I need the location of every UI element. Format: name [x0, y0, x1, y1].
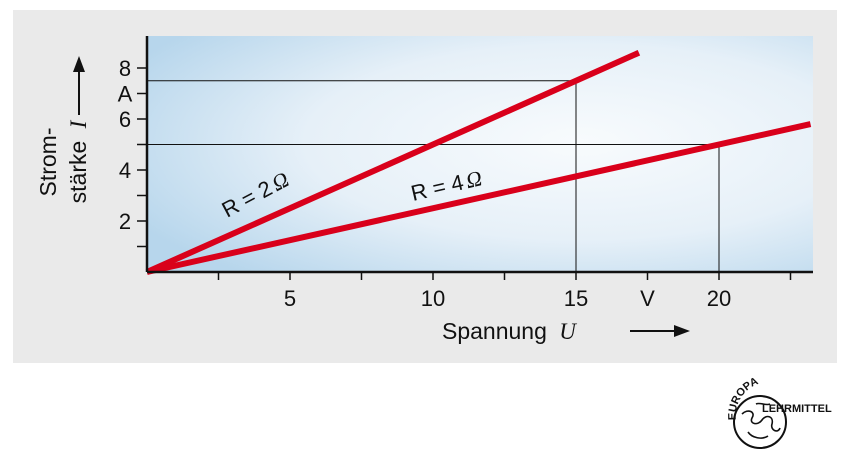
y-axis-symbol: I — [66, 119, 91, 129]
y-axis-title-line2: stärke I — [65, 119, 91, 203]
y-axis-arrow-icon — [73, 56, 85, 115]
y-unit-label: A — [118, 82, 133, 107]
plot-area — [147, 36, 813, 272]
series-label-r4-omega: Ω — [463, 165, 484, 193]
y-axis-title-line1: Strom- — [35, 128, 61, 197]
x-tick-label-10: 10 — [421, 286, 445, 311]
y-tick-label-8: 8 — [119, 56, 131, 81]
map-lines — [741, 402, 781, 439]
y-axis-title-text: stärke — [65, 141, 91, 204]
x-tick-label-15: 15 — [564, 286, 588, 311]
europa-lehrmittel-logo: EUROPA LEHRMITTEL — [727, 375, 832, 449]
x-axis-symbol: U — [559, 319, 577, 344]
x-axis-title: Spannung U — [442, 318, 577, 344]
y-tick-label-6: 6 — [119, 107, 131, 132]
x-tick-label-5: 5 — [284, 286, 296, 311]
series-line-2 — [146, 121, 812, 275]
x-axis-arrow-icon — [630, 325, 690, 337]
y-tick-label-4: 4 — [119, 158, 131, 183]
series-line-1 — [145, 49, 641, 275]
series-label-r4-r: R — [409, 178, 430, 206]
x-tick-label-20: 20 — [707, 286, 731, 311]
x-axis-title-text: Spannung — [442, 318, 547, 344]
x-unit-label: V — [640, 286, 655, 311]
logo-right-text: LEHRMITTEL — [762, 403, 832, 415]
y-tick-label-2: 2 — [119, 209, 131, 234]
